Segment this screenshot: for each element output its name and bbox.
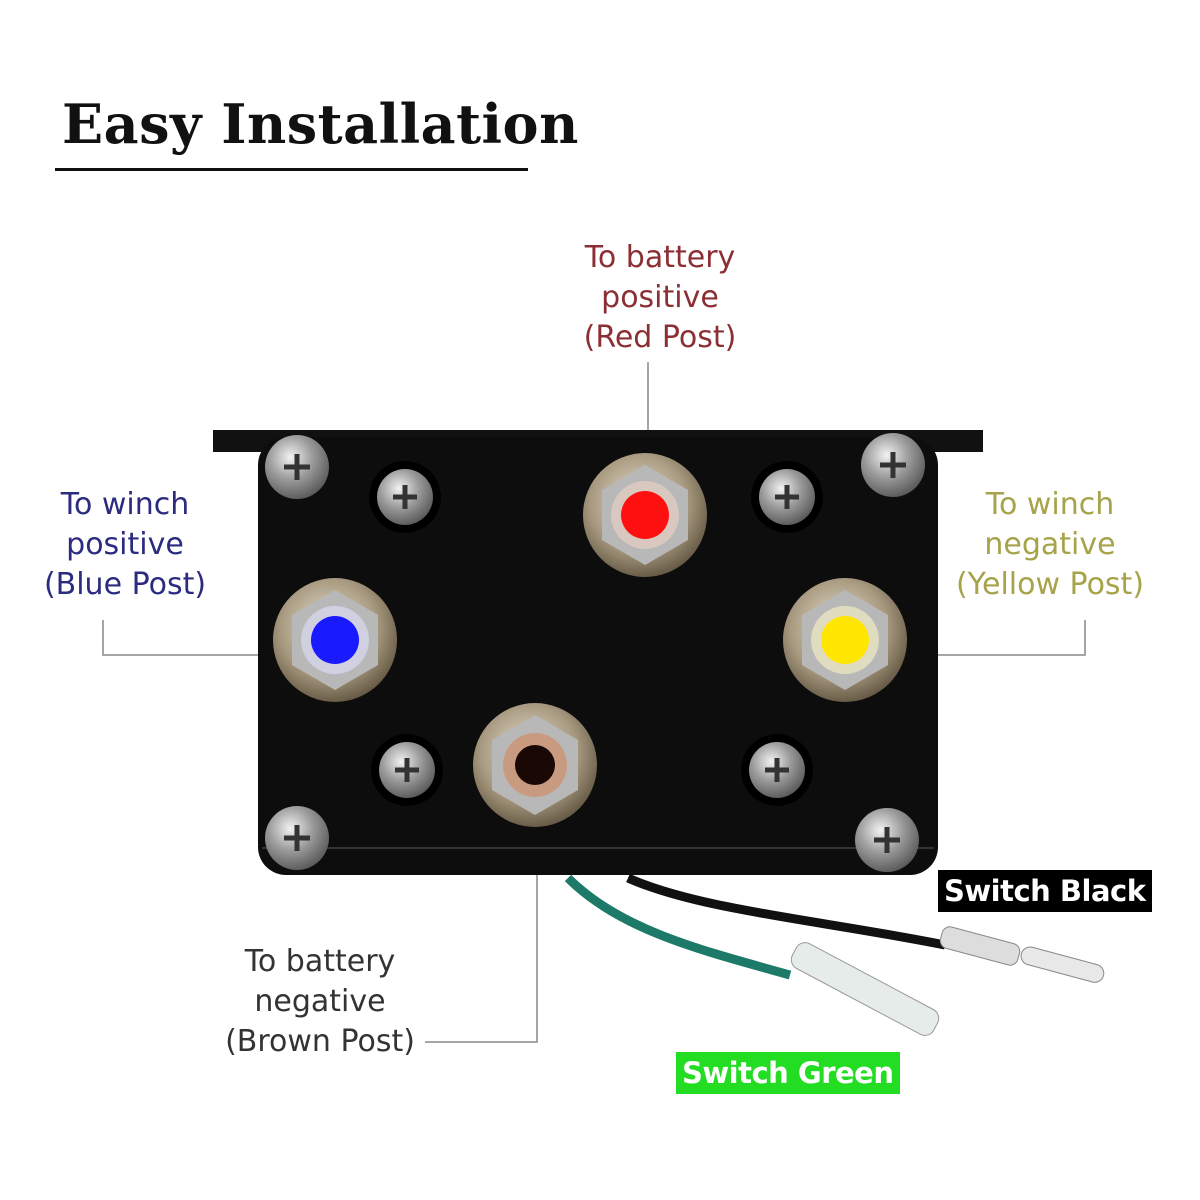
switch-green-tag: Switch Green xyxy=(676,1052,900,1094)
label-line: To battery xyxy=(584,240,736,275)
black-wire xyxy=(626,873,946,950)
label-line: (Brown Post) xyxy=(225,1024,415,1059)
label-line: (Blue Post) xyxy=(43,567,207,602)
label-line: (Red Post) xyxy=(583,320,737,355)
green-wire xyxy=(564,874,792,980)
page-title: Easy Installation xyxy=(62,92,579,156)
label-line: To battery xyxy=(244,944,396,979)
switch-black-tag: Switch Black xyxy=(938,870,1152,912)
label-line: negative xyxy=(984,527,1116,562)
label-line: negative xyxy=(254,984,386,1019)
label-battery-positive: To battery positive (Red Post) xyxy=(560,238,760,358)
yellow-post xyxy=(821,616,869,664)
label-winch-negative: To winch negative (Yellow Post) xyxy=(940,485,1160,605)
terminal-posts xyxy=(273,453,907,827)
label-line: positive xyxy=(601,280,719,315)
brown-post xyxy=(515,745,555,785)
screw-crosses xyxy=(284,452,906,853)
leader-blue xyxy=(102,620,275,656)
label-battery-negative: To battery negative (Brown Post) xyxy=(210,942,430,1062)
label-line: (Yellow Post) xyxy=(955,567,1145,602)
green-wire-connector xyxy=(790,942,940,1036)
leader-yellow xyxy=(905,620,1086,656)
black-wire-connector xyxy=(939,926,1105,983)
red-post xyxy=(621,491,669,539)
title-underline xyxy=(55,168,528,171)
label-line: positive xyxy=(66,527,184,562)
label-line: To winch xyxy=(60,487,190,522)
label-line: To winch xyxy=(985,487,1115,522)
blue-post xyxy=(311,616,359,664)
label-winch-positive: To winch positive (Blue Post) xyxy=(25,485,225,605)
